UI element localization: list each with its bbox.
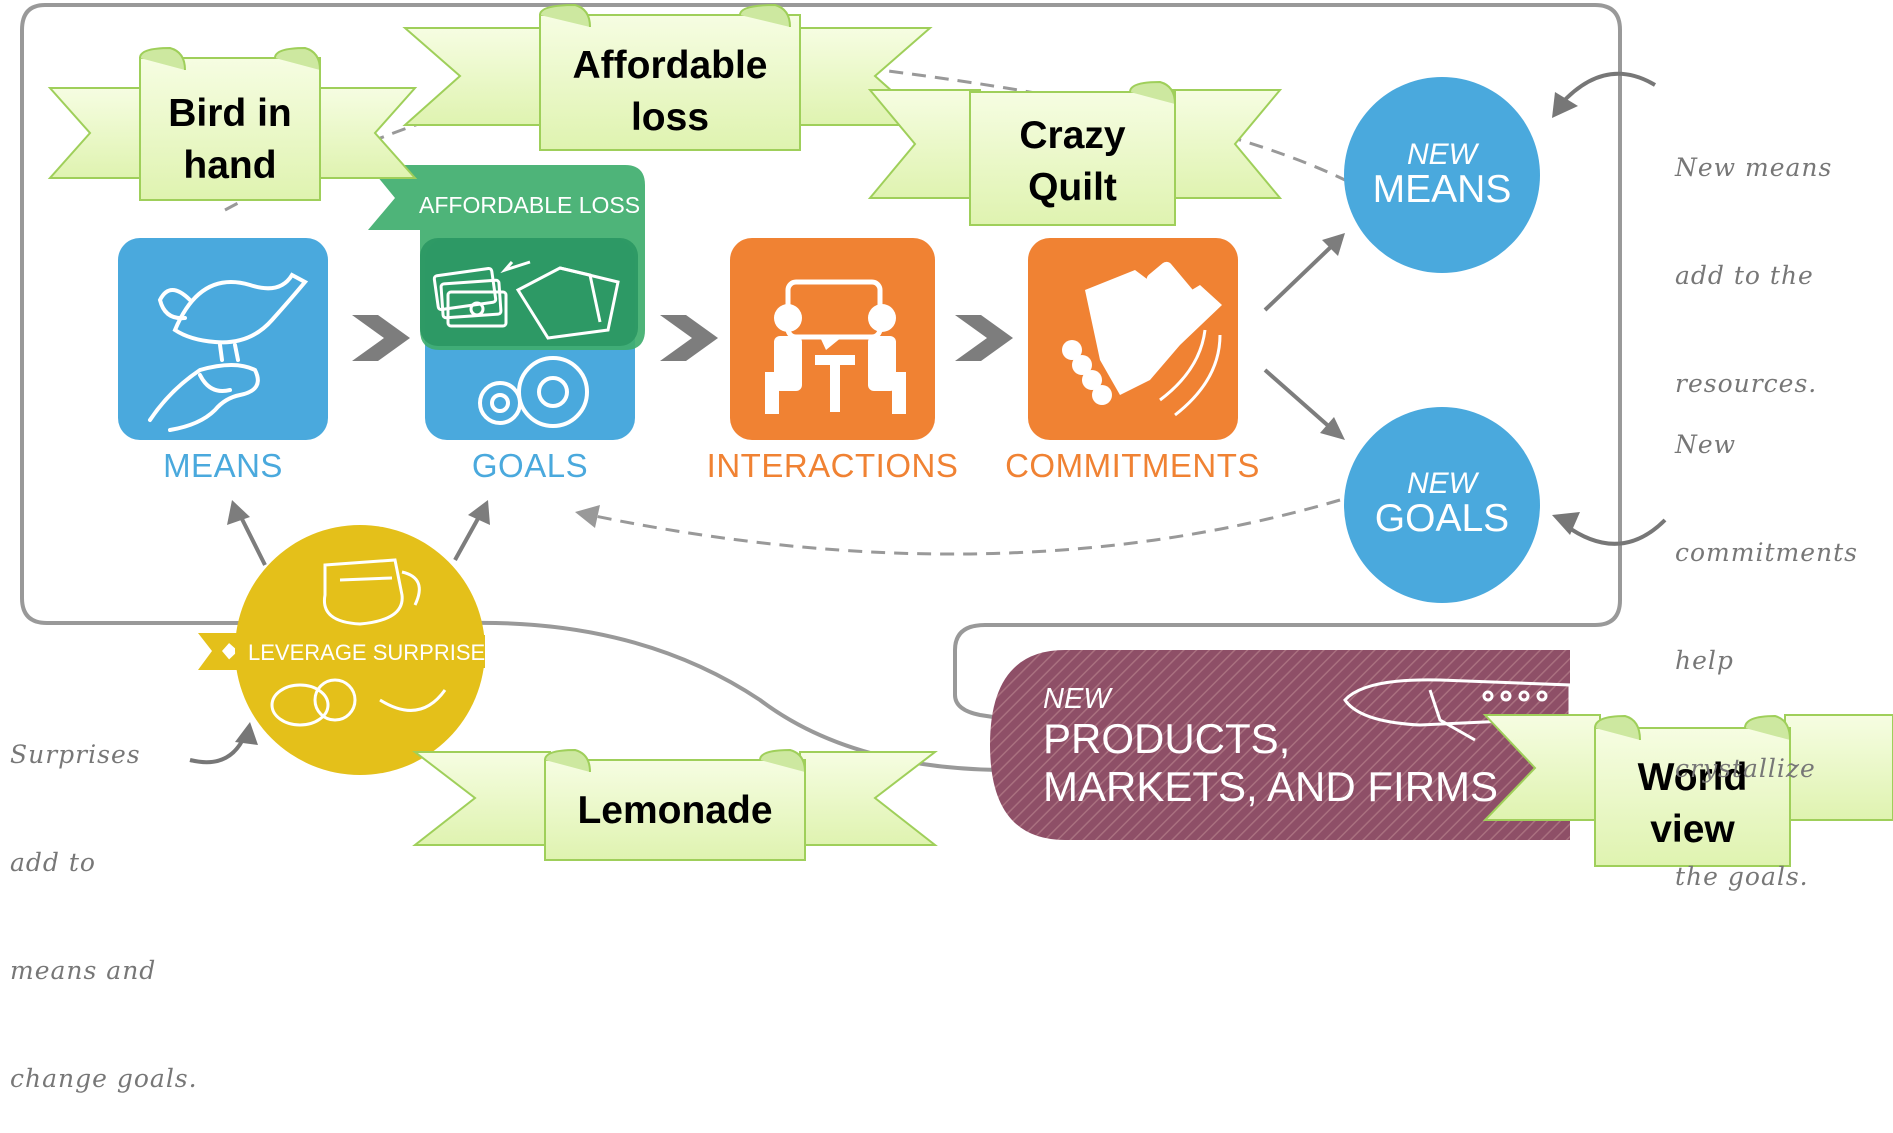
frame-curve bbox=[469, 620, 1001, 772]
effectuation-diagram: MEANS GOALS INTERACTIONS COMMITMENTS AFF… bbox=[10, 3, 1893, 1093]
new-goals-circle bbox=[1344, 407, 1540, 603]
ribbon-lemonade-text: Lemonade bbox=[577, 789, 773, 832]
note-commitments-line: help bbox=[1675, 646, 1734, 675]
ribbon-crazy-quilt-text: Crazy Quilt bbox=[970, 110, 1175, 214]
pitcher-lemons-icon bbox=[270, 558, 447, 727]
products-pill bbox=[990, 650, 1570, 840]
commitments-label: COMMITMENTS bbox=[1005, 447, 1260, 484]
ribbon-world-view-text: World view bbox=[1595, 752, 1790, 856]
chevron-arrow-3 bbox=[955, 315, 1013, 361]
note-surprises-line: add to bbox=[10, 848, 96, 877]
arrow-to-new-goals bbox=[1263, 368, 1335, 432]
interactions-label: INTERACTIONS bbox=[706, 447, 959, 484]
new-means-circle bbox=[1344, 77, 1540, 273]
ribbon-crazy-line1: Crazy bbox=[1019, 114, 1126, 157]
note-surprises-line: means and bbox=[10, 956, 157, 985]
note-commitments-line: the goals. bbox=[1675, 862, 1809, 891]
note-surprises-line: Surprises bbox=[10, 740, 141, 769]
products-new: NEW bbox=[1043, 683, 1111, 715]
affordable-loss-flag-label: AFFORDABLE LOSS bbox=[419, 192, 641, 218]
note-commitments-line: commitments bbox=[1675, 538, 1858, 567]
diagram-canvas bbox=[20, 3, 1893, 867]
commitments-tile bbox=[1028, 238, 1238, 440]
bird-in-hand-icon bbox=[148, 272, 309, 432]
note-commitments-line: crystallize bbox=[1675, 754, 1816, 783]
means-label: MEANS bbox=[163, 447, 283, 484]
ribbon-affordable-line2: loss bbox=[630, 96, 710, 139]
products-line2: MARKETS, AND FIRMS bbox=[1043, 763, 1499, 810]
note-surprises-line: change goals. bbox=[10, 1064, 198, 1093]
interactions-tile bbox=[730, 238, 935, 440]
ribbon-lemonade bbox=[412, 748, 938, 861]
arrow-to-new-means bbox=[1263, 241, 1337, 312]
money-wallet-icon bbox=[432, 260, 620, 340]
ribbon-crazy-line2: Quilt bbox=[1028, 166, 1117, 209]
goals-label: GOALS bbox=[471, 447, 589, 484]
products-line1: PRODUCTS, bbox=[1043, 715, 1291, 762]
ribbon-bird-in-hand bbox=[47, 46, 418, 201]
new-goals-top: NEW bbox=[1407, 467, 1477, 500]
ribbon-crazy-quilt bbox=[867, 80, 1283, 226]
ribbon-bird-line2: hand bbox=[183, 144, 277, 187]
chevron-arrow-2 bbox=[660, 315, 718, 361]
arrow-surprise-to-goals bbox=[453, 514, 482, 561]
note-arrow-new-means bbox=[1558, 71, 1657, 107]
ribbon-affordable-line1: Affordable bbox=[572, 44, 768, 87]
ribbon-bird-in-hand-text: Bird in hand bbox=[140, 88, 320, 192]
new-means-top: NEW bbox=[1407, 138, 1477, 171]
ribbon-world-line2: view bbox=[1650, 808, 1735, 851]
ribbon-bird-line1: Bird in bbox=[168, 92, 292, 135]
gears-icon bbox=[478, 356, 589, 428]
ribbon-world-view bbox=[1482, 714, 1893, 867]
feedback-arc-goals bbox=[589, 498, 1341, 556]
note-surprises: Surprises add to means and change goals. bbox=[10, 665, 198, 1133]
note-commitments-line: New bbox=[1675, 430, 1737, 459]
airplane-icon bbox=[1343, 678, 1572, 742]
leverage-surprise-flag bbox=[220, 635, 485, 668]
note-new-means-line: add to the bbox=[1675, 261, 1814, 290]
feedback-arrowhead bbox=[575, 505, 600, 528]
means-tile bbox=[118, 238, 328, 440]
affordable-loss-flag bbox=[368, 165, 645, 350]
process-frame-left bbox=[20, 3, 240, 625]
note-arrow-surprises bbox=[189, 734, 247, 765]
note-new-means-line: New means bbox=[1675, 153, 1833, 182]
leverage-surprise-label: LEVERAGE SURPRISE bbox=[248, 640, 486, 665]
ribbon-affordable-loss-text: Affordable loss bbox=[540, 40, 800, 144]
note-new-means-line: resources. bbox=[1675, 369, 1818, 398]
note-new-commitments: New commitments help crystallize the goa… bbox=[1675, 355, 1858, 931]
new-means-bottom: MEANS bbox=[1372, 168, 1512, 211]
chevron-arrow-1 bbox=[352, 315, 410, 361]
handshake-icon bbox=[1062, 261, 1222, 405]
note-new-means: New means add to the resources. bbox=[1675, 78, 1832, 438]
ribbon-world-line1: World bbox=[1637, 756, 1748, 799]
process-frame bbox=[45, 3, 1622, 720]
note-arrow-new-goals bbox=[1563, 518, 1667, 546]
arrow-surprise-to-means bbox=[238, 514, 267, 566]
new-goals-bottom: GOALS bbox=[1374, 497, 1510, 540]
meeting-icon bbox=[765, 279, 906, 414]
